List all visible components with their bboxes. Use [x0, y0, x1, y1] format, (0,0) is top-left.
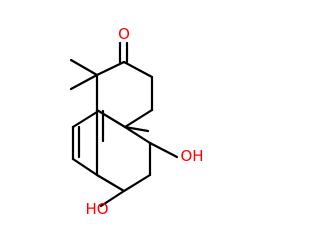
bond-c6-c7 — [122, 173, 152, 193]
bond-c8-c8a-double-d — [71, 157, 99, 177]
bond-c4a-c8a — [95, 108, 127, 129]
bond-methyl-1a — [69, 58, 99, 77]
bond-c7-oh — [99, 189, 126, 208]
hydroxyl-upper-label: OH — [180, 147, 203, 165]
molecule-structure: O OH HO — [69, 25, 204, 218]
bond-c4-c4a — [123, 108, 154, 129]
ring-b-double-bond — [71, 110, 99, 177]
bond-methyl-1b — [69, 73, 99, 91]
bond-lines — [69, 41, 179, 208]
bond-c5-oh — [148, 141, 179, 159]
bond-c7-c8 — [95, 173, 126, 193]
bond-c8-c8a-double-a — [71, 110, 99, 129]
ketone-oxygen-label: O — [118, 25, 130, 43]
bond-methyl-4a — [123, 125, 150, 133]
bond-c1-c2 — [95, 60, 126, 77]
hydroxyl-lower-label: HO — [85, 200, 108, 218]
bond-c2-c3 — [122, 60, 154, 79]
structure-canvas: O OH HO — [69, 25, 204, 218]
bond-c4a-c5 — [123, 125, 152, 145]
